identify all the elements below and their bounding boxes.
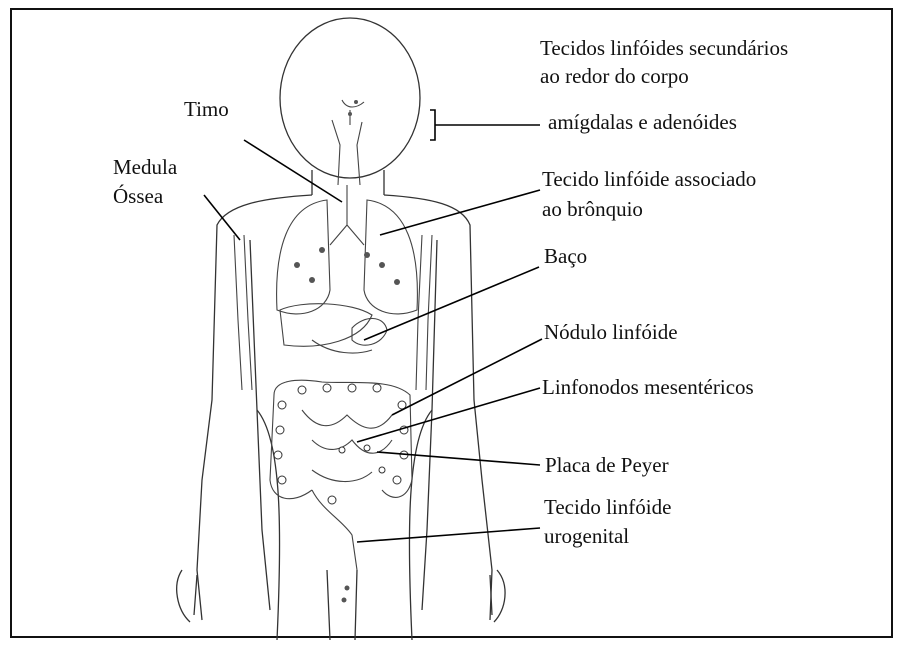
leader-urogenital [357,528,540,542]
intestines [270,380,412,602]
leader-nodulo [392,339,542,415]
leader-medula [204,195,240,240]
figure-frame: Tecidos linfóides secundários ao redor d… [10,8,893,638]
leader-lines [204,110,542,542]
bracket-amigdalas [430,110,540,140]
label-bronquio-line1: Tecido linfóide associado [542,167,756,192]
label-peyer: Placa de Peyer [545,453,669,478]
label-secondary-tissues-line1: Tecidos linfóides secundários [540,36,788,61]
label-secondary-tissues-line2: ao redor do corpo [540,64,689,89]
abdominal-organs [280,304,387,353]
label-baco: Baço [544,244,587,269]
label-amigdalas: amígdalas e adenóides [548,110,737,135]
leader-baco [364,267,539,340]
arm-bones [234,235,432,390]
airway [332,100,364,185]
lungs [277,185,418,314]
label-medula-line2: Óssea [113,184,163,209]
label-timo: Timo [184,97,229,122]
label-urogenital-line2: urogenital [544,524,629,549]
label-medula-line1: Medula [113,155,177,180]
leader-timo [244,140,342,202]
label-urogenital-line1: Tecido linfóide [544,495,671,520]
leader-linfonodos [357,388,540,442]
lymphoid-system-diagram [12,10,895,640]
label-bronquio-line2: ao brônquio [542,197,643,222]
label-linfonodos: Linfonodos mesentéricos [542,375,754,400]
label-nodulo: Nódulo linfóide [544,320,678,345]
